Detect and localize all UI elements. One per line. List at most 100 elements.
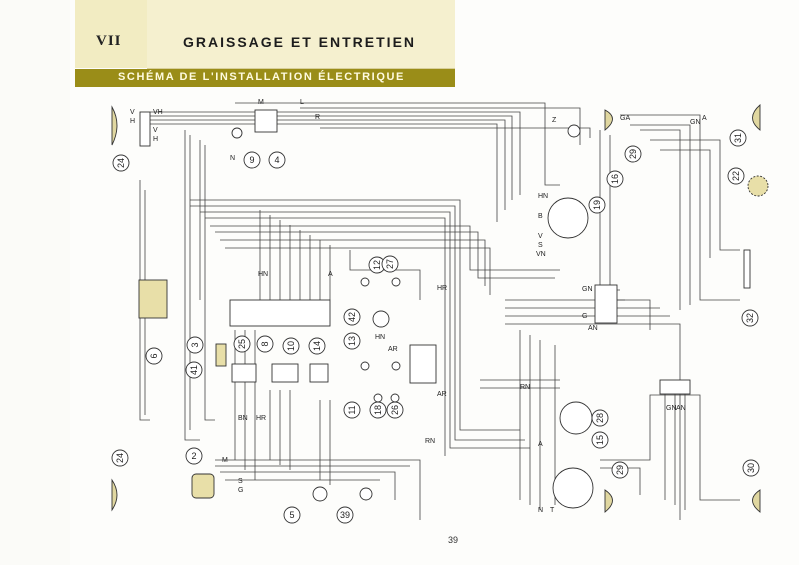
wire-label: AR [437,391,447,398]
ref-circle-32 [741,309,759,327]
ref-num-24a: 24 [116,158,126,168]
lamp-shape [360,277,370,287]
wire-label: HR [256,415,266,422]
lamp-shape [373,393,383,403]
ref-circle-16 [606,170,624,188]
relay-shape-2 [309,363,329,383]
wire-label: S [238,478,243,485]
section-title: SCHÉMA DE L'INSTALLATION ÉLECTRIQUE [118,71,405,83]
wire-label: A [328,271,333,278]
ref-num-24b: 24 [115,453,125,463]
lamp-shape [360,361,370,371]
regulator-shape [254,109,278,133]
ref-num-22: 22 [731,171,741,181]
gauge-sender-shape [747,175,769,197]
wire-label: HN [538,193,548,200]
ref-num-27: 27 [385,259,395,269]
wire-label: HN [258,271,268,278]
ref-num-15: 15 [595,435,605,445]
ref-num-29b: 29 [615,465,625,475]
side-lamp-shape [604,109,613,131]
rear-connector-shape [743,249,751,289]
ref-num-12: 12 [372,260,382,270]
wire-labels: V H VH V H N M L R Z GA GN A HN B V S VN… [130,99,707,514]
wire-label: HR [437,285,447,292]
battery-shape [138,279,168,319]
components [111,104,769,513]
ref-circle-22 [727,167,745,185]
horn-shape [231,127,243,139]
page-margin [0,0,70,565]
ref-circle-13 [343,332,361,350]
ref-circle-18 [369,401,387,419]
starter-shape [312,486,328,502]
ref-circle-30 [742,459,760,477]
wire-label: G [238,487,243,494]
ref-circle-31 [729,129,747,147]
ref-circle-5 [283,506,301,524]
ref-circle-26 [386,401,404,419]
wiper-shape [567,124,581,138]
ref-num-2: 2 [191,451,196,461]
ref-num-25: 25 [237,339,247,349]
fuse-shape [231,363,257,383]
wire-harness [139,102,740,520]
wire-label: G [582,313,587,320]
ref-circle-39 [336,506,354,524]
reference-circles [111,129,760,524]
ref-num-5: 5 [289,510,294,520]
wire-label: V [130,109,135,116]
wire-label: M [222,457,228,464]
wire-label: N [538,507,543,514]
wire-label: RN [520,384,530,391]
ref-circle-9 [243,151,261,169]
ref-circle-10 [282,337,300,355]
wire-label: VH [153,109,163,116]
ref-circle-25 [233,335,251,353]
connector-block-shape [409,344,437,384]
wire-label: AN [588,325,598,332]
ref-num-10: 10 [286,341,296,351]
ref-num-18: 18 [373,405,383,415]
ref-circle-15 [591,431,609,449]
wire-label: V [153,127,158,134]
ref-num-30: 30 [746,463,756,473]
ref-circle-29a [624,145,642,163]
wire-label: A [702,115,707,122]
ref-num-28: 28 [595,413,605,423]
ref-circle-24b [111,449,129,467]
wire-label: M [258,99,264,106]
ref-circle-42 [343,308,361,326]
chapter-number: VII [96,33,122,49]
connector-block-shape-3 [659,379,691,395]
headlamp-shape-lower [111,478,118,512]
wire-label: GN [582,286,593,293]
reference-numbers: 24 9 4 16 29 31 22 19 32 6 3 41 25 8 10 … [115,133,756,520]
ref-num-39: 39 [340,510,350,520]
wire-label: Z [552,117,557,124]
fuse-box-shape [229,299,331,327]
ref-num-41: 41 [189,365,199,375]
ref-circle-19 [588,196,606,214]
wire-label: H [153,136,158,143]
ref-num-4: 4 [274,155,279,165]
ref-circle-4 [268,151,286,169]
wire-label: VN [536,251,546,258]
ref-num-42: 42 [347,312,357,322]
ref-num-26: 26 [390,405,400,415]
ignition-switch-shape [547,197,589,239]
ref-circle-24a [112,154,130,172]
ref-num-9: 9 [249,155,254,165]
ref-circle-28 [591,409,609,427]
oil-switch-shape [359,487,373,501]
lamp-shape [391,361,401,371]
ref-num-31: 31 [733,133,743,143]
ref-num-11: 11 [347,405,357,414]
indicator-shape [372,310,390,328]
ref-num-13: 13 [347,336,357,346]
dip-switch-shape [552,467,594,509]
headlamp-shape [111,105,118,146]
tail-lamp-shape [752,489,761,513]
ref-circle-2 [185,447,203,465]
ref-circle-41 [185,361,203,379]
